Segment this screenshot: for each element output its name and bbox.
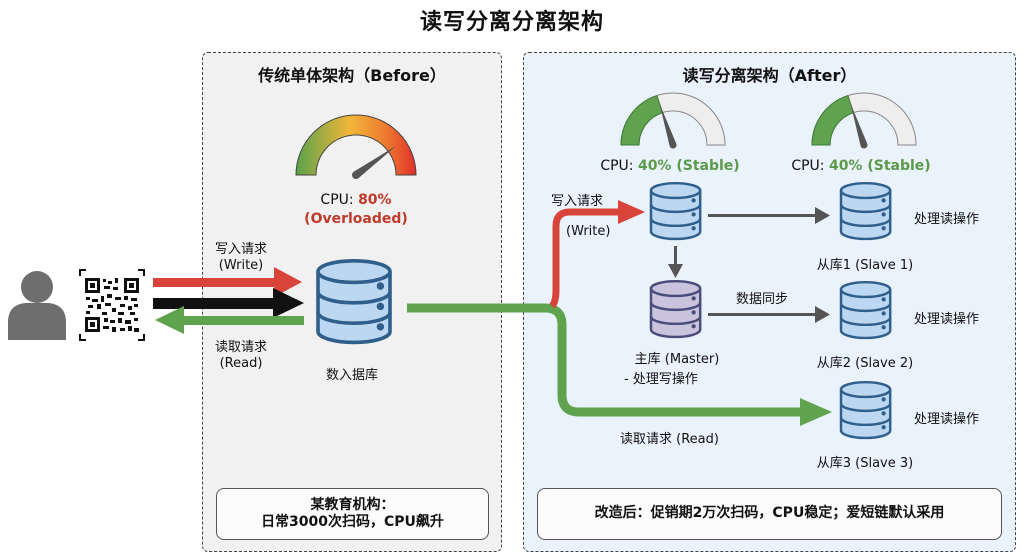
before-note-line1: 某教育机构： (310, 496, 395, 513)
before-cpu-gauge (295, 114, 417, 180)
master-database-icon (649, 279, 702, 339)
slave-3-role: 处理读操作 (914, 412, 980, 427)
sync-arrow-1 (708, 207, 830, 224)
before-read-label: 读取请求 (214, 340, 267, 355)
slave-1-label: 从库1 (Slave 1) (816, 258, 914, 273)
write-database-icon (649, 181, 702, 241)
cpu-label: CPU: (320, 192, 359, 208)
read-flow-arrowhead (800, 398, 832, 426)
after-cpu-gauge-1 (620, 92, 726, 149)
slave-2-database-icon (839, 280, 892, 340)
gauge-needle (850, 103, 868, 149)
monolith-db-label: 数入据库 (325, 368, 378, 383)
gauge-fill (620, 94, 664, 146)
gauge-fill (811, 94, 855, 146)
read-response-arrow (155, 306, 304, 334)
before-write-label: 写入请求 (214, 242, 267, 257)
slave-1-database-icon (839, 181, 892, 241)
after-cpu-gauge-2 (811, 92, 917, 149)
read-flow-line (407, 303, 803, 417)
cpu-value: 40% (Stable) (828, 158, 931, 174)
before-note: 某教育机构： 日常3000次扫码，CPU飙升 (216, 488, 489, 540)
after-write-label-en: (Write) (566, 224, 611, 239)
slave-2-role: 处理读操作 (914, 312, 980, 327)
down-arrow (668, 246, 683, 278)
before-cpu-status: (Overloaded) (304, 211, 408, 227)
after-panel (523, 52, 1016, 552)
traffic-arrow (153, 288, 304, 318)
after-note: 改造后：促销期2万次扫码，CPU稳定；爱短链默认采用 (537, 488, 1002, 540)
before-write-label-en: (Write) (218, 258, 264, 273)
after-read-label: 读取请求 (Read) (620, 432, 719, 447)
write-flow-arrowhead (618, 200, 645, 224)
write-flow-line (549, 208, 620, 309)
after-write-label: 写入请求 (551, 194, 604, 209)
write-request-arrow (153, 267, 302, 297)
before-panel-title: 传统单体架构（Before） (258, 66, 446, 85)
cpu-value: 80% (358, 192, 392, 208)
master-label: 主库 (Master) (634, 352, 720, 367)
slave-2-label: 从库2 (Slave 2) (816, 356, 914, 371)
sync-arrow-2 (708, 306, 830, 323)
before-note-line2: 日常3000次扫码，CPU飙升 (261, 514, 444, 530)
slave-3-database-icon (839, 380, 892, 440)
after-panel-title: 读写分离架构（After） (682, 66, 857, 85)
qr-code-icon (79, 269, 145, 341)
user-icon (8, 271, 66, 340)
after-cpu-readout-1: CPU: 40% (Stable) (590, 158, 750, 174)
page-title: 读写分离分离架构 (419, 10, 604, 35)
gauge-needle (351, 145, 397, 180)
gauge-needle (659, 103, 677, 149)
before-cpu-readout: CPU: 80% (296, 192, 416, 208)
before-read-label-en: (Read) (219, 356, 263, 371)
slave-1-role: 处理读操作 (914, 212, 980, 227)
after-cpu-readout-2: CPU: 40% (Stable) (781, 158, 941, 174)
cpu-value: 40% (Stable) (637, 158, 740, 174)
cpu-label: CPU: (600, 158, 638, 174)
master-sub-label: - 处理写操作 (624, 372, 698, 387)
cpu-label: CPU: (791, 158, 829, 174)
slave-3-label: 从库3 (Slave 3) (816, 456, 914, 471)
sync-label: 数据同步 (736, 292, 789, 307)
